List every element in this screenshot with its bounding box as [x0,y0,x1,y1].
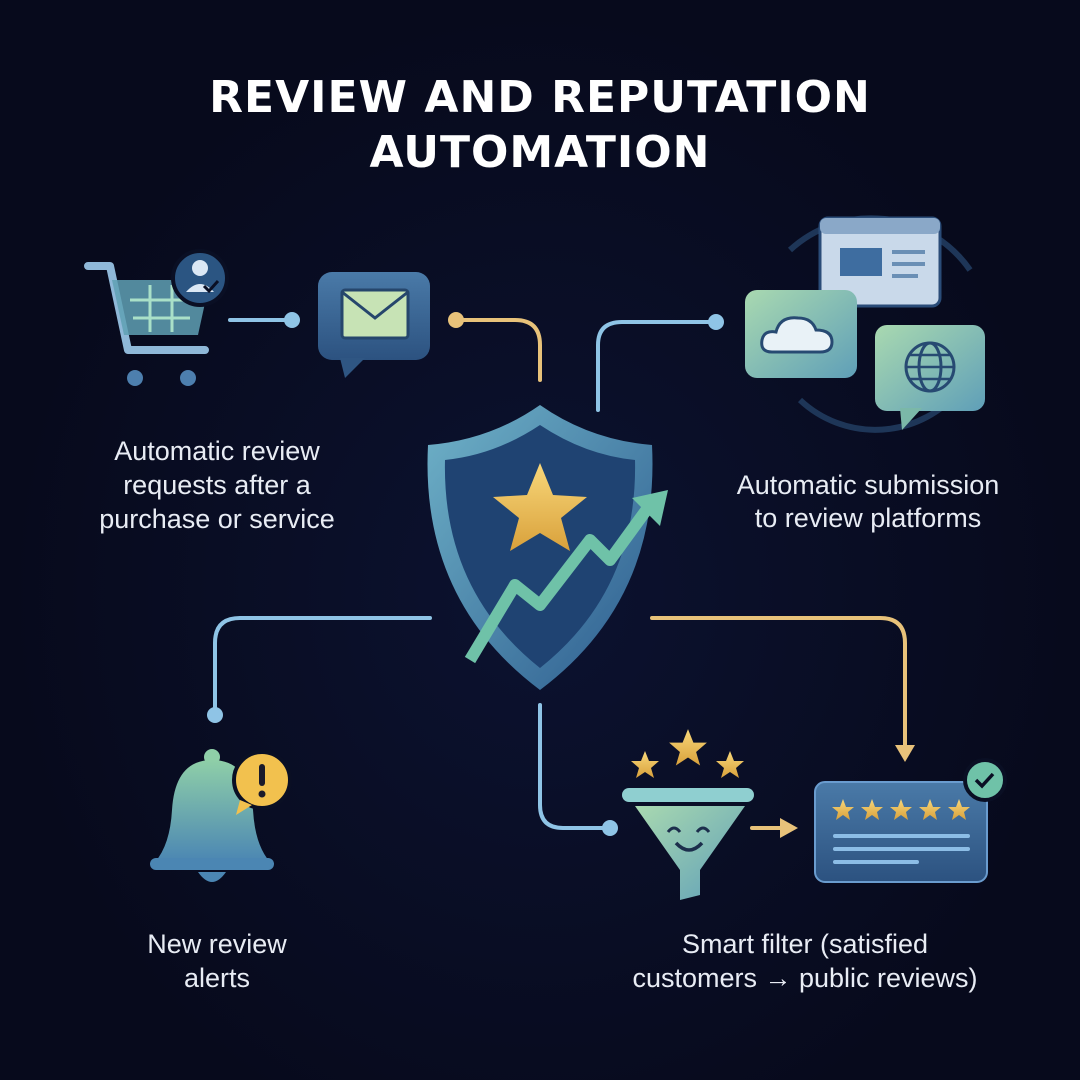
check-badge-icon [963,758,1007,802]
svg-text:customers → public reviews): customers → public reviews) [632,963,977,993]
globe-icon [875,325,985,430]
funnel-icon [622,729,754,900]
title-line-2: AUTOMATION [370,127,711,178]
shopping-cart-icon [84,249,229,386]
browser-window-icon [818,216,942,308]
connector-shield-alerts [213,616,432,717]
svg-text:to review platforms: to review platforms [755,503,982,533]
funnel-stars [631,729,744,778]
review-card-icon [814,758,1007,883]
label-review-requests: Automatic review requests after a purcha… [99,436,335,534]
email-bubble-icon [318,272,430,378]
bell-icon [150,749,292,882]
svg-text:Automatic submission: Automatic submission [737,470,1000,500]
svg-text:Automatic review: Automatic review [114,436,320,466]
svg-text:Smart filter (satisfied: Smart filter (satisfied [682,929,928,959]
shield-star-growth-icon [427,405,668,690]
connector-dots [207,312,915,838]
user-check-badge [171,249,229,307]
label-alerts: New review alerts [147,929,287,993]
svg-text:New review: New review [147,929,287,959]
arrow-right-icon [780,818,798,838]
svg-text:purchase or service: purchase or service [99,504,335,534]
cloud-icon [745,290,857,378]
connector-email-shield [454,318,542,382]
label-smart-filter: Smart filter (satisfied customers → publ… [632,929,977,993]
five-stars [832,799,970,820]
label-submission: Automatic submission to review platforms [737,470,1000,533]
connector-shield-platforms [596,320,717,412]
platforms-icon [745,215,985,433]
connector-shield-review [650,616,907,747]
title-line-1: REVIEW AND REPUTATION [209,72,871,123]
connector-shield-filter [538,703,612,830]
connectors [213,318,907,830]
exclamation-badge-icon [232,750,292,815]
arrow-down-icon [895,745,915,762]
svg-text:alerts: alerts [184,963,250,993]
svg-text:requests after a: requests after a [123,470,312,500]
